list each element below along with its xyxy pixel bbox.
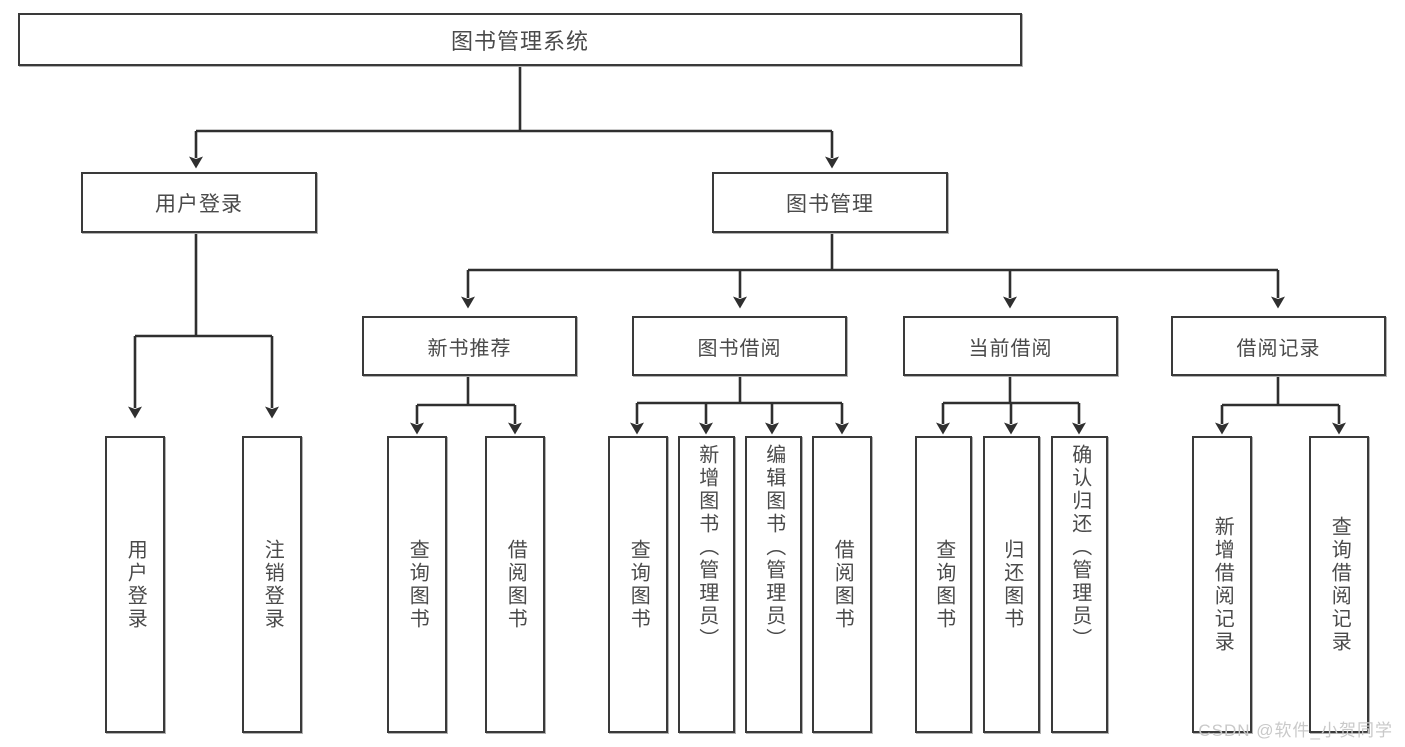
node-label: 图书管理 [786, 192, 874, 216]
node-leaf-query-book-3[interactable]: 查询图书 [915, 436, 972, 733]
node-label: 确认归还（管理员） [1068, 444, 1091, 651]
node-label: 编辑图书（管理员） [762, 444, 785, 651]
node-leaf-add-record[interactable]: 新增借阅记录 [1192, 436, 1252, 733]
node-label: 借阅图书 [831, 538, 854, 631]
node-leaf-logout[interactable]: 注销登录 [242, 436, 302, 733]
node-label: 查询借阅记录 [1328, 515, 1351, 654]
node-label: 用户登录 [124, 538, 147, 631]
node-label: 归还图书 [1000, 538, 1023, 631]
node-user-login[interactable]: 用户登录 [81, 172, 317, 233]
node-label: 图书借阅 [697, 337, 782, 360]
node-label: 查询图书 [627, 538, 650, 631]
node-root[interactable]: 图书管理系统 [18, 13, 1022, 66]
node-label: 查询图书 [932, 538, 955, 631]
node-book-manage[interactable]: 图书管理 [712, 172, 948, 233]
node-leaf-borrow-book-1[interactable]: 借阅图书 [485, 436, 545, 733]
node-label: 用户登录 [155, 192, 243, 216]
node-leaf-confirm-return[interactable]: 确认归还（管理员） [1051, 436, 1108, 733]
node-leaf-return-book[interactable]: 归还图书 [983, 436, 1040, 733]
node-leaf-query-book-1[interactable]: 查询图书 [387, 436, 447, 733]
node-borrow-record[interactable]: 借阅记录 [1171, 316, 1386, 376]
node-label: 图书管理系统 [450, 28, 589, 54]
node-new-book-recommend[interactable]: 新书推荐 [362, 316, 577, 376]
node-label: 借阅记录 [1236, 337, 1321, 360]
node-leaf-user-login[interactable]: 用户登录 [105, 436, 165, 733]
node-label: 新书推荐 [427, 337, 512, 360]
node-label: 新增图书（管理员） [695, 444, 718, 651]
node-leaf-edit-book[interactable]: 编辑图书（管理员） [745, 436, 802, 733]
node-leaf-borrow-book-2[interactable]: 借阅图书 [812, 436, 872, 733]
node-label: 查询图书 [406, 538, 429, 631]
node-label: 借阅图书 [504, 538, 527, 631]
node-current-borrow[interactable]: 当前借阅 [903, 316, 1118, 376]
node-leaf-add-book[interactable]: 新增图书（管理员） [678, 436, 735, 733]
node-label: 当前借阅 [968, 337, 1053, 360]
node-book-borrow[interactable]: 图书借阅 [632, 316, 847, 376]
node-label: 新增借阅记录 [1211, 515, 1234, 654]
node-leaf-query-book-2[interactable]: 查询图书 [608, 436, 668, 733]
csdn-watermark: CSDN @软件_小贺同学 [1198, 721, 1393, 740]
node-label: 注销登录 [261, 538, 284, 631]
node-leaf-query-record[interactable]: 查询借阅记录 [1309, 436, 1369, 733]
